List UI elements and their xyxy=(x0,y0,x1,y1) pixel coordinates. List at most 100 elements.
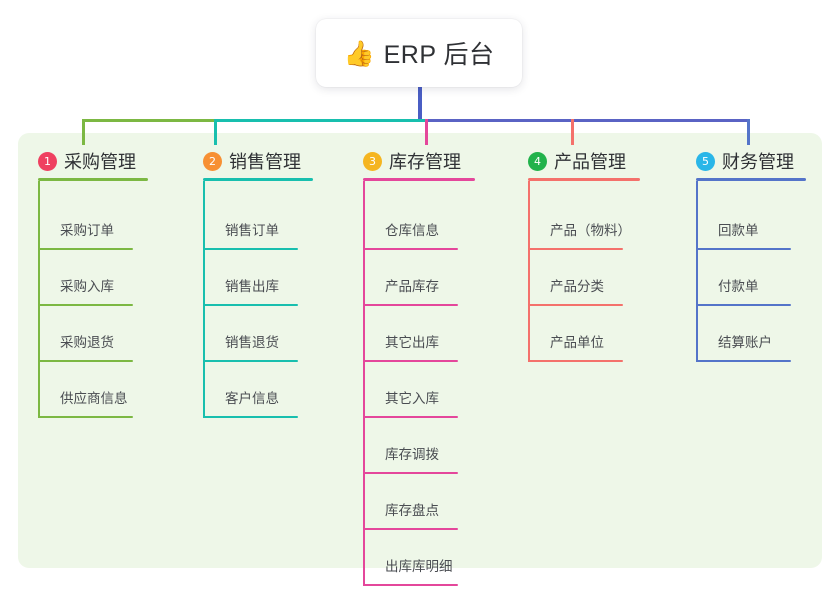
column-spine-2 xyxy=(203,181,205,418)
leaf-item-rule xyxy=(696,248,791,250)
leaf-item[interactable]: 其它出库 xyxy=(363,306,475,362)
column-badge-2: 2 xyxy=(203,151,222,171)
column-header-rule-5 xyxy=(696,178,806,181)
leaf-item-rule xyxy=(696,360,791,362)
column-4: 4 产品管理产品（物料） 产品分类产品单位 xyxy=(528,148,650,368)
leaf-item[interactable]: 采购入库 xyxy=(38,250,150,306)
column-header-rule-2 xyxy=(203,178,313,181)
leaf-item-rule xyxy=(696,304,791,306)
leaf-item-label: 采购入库 xyxy=(60,279,114,294)
leaf-item-label: 采购退货 xyxy=(60,335,114,350)
column-header-5[interactable]: 5 财务管理 xyxy=(696,148,794,174)
leaf-item[interactable]: 付款单 xyxy=(696,250,808,306)
connector-root-stem xyxy=(418,84,422,122)
leaf-item-rule xyxy=(528,360,623,362)
connector-drop-3 xyxy=(425,119,428,145)
leaf-item-rule xyxy=(363,584,458,586)
leaf-item-label: 产品分类 xyxy=(550,279,604,294)
leaf-item-rule xyxy=(363,416,458,418)
root-node-card[interactable]: 👍 ERP 后台 xyxy=(316,19,522,87)
leaf-item-label: 供应商信息 xyxy=(60,391,128,406)
leaf-item[interactable]: 采购退货 xyxy=(38,306,150,362)
column-spine-4 xyxy=(528,181,530,362)
leaf-item-rule xyxy=(38,304,133,306)
leaf-item-label: 销售退货 xyxy=(225,335,279,350)
column-badge-4: 4 xyxy=(528,151,547,171)
leaf-item[interactable]: 其它入库 xyxy=(363,362,475,418)
column-header-1[interactable]: 1 采购管理 xyxy=(38,148,136,174)
connector-drop-5 xyxy=(747,119,750,145)
column-header-rule-4 xyxy=(528,178,640,181)
leaf-item-label: 产品库存 xyxy=(385,279,439,294)
column-title-1: 采购管理 xyxy=(64,152,136,172)
leaf-item-label: 库存盘点 xyxy=(385,503,439,518)
connector-drop-4 xyxy=(571,119,574,145)
connector-bar-segment-2 xyxy=(214,119,425,122)
column-header-rule-1 xyxy=(38,178,148,181)
column-header-3[interactable]: 3 库存管理 xyxy=(363,148,461,174)
column-3: 3 库存管理仓库信息产品库存其它出库其它入库库存调拨库存盘点出库库明细 xyxy=(363,148,485,592)
column-spine-1 xyxy=(38,181,40,418)
leaf-item-rule xyxy=(363,304,458,306)
leaf-item-label: 销售订单 xyxy=(225,223,279,238)
leaf-item[interactable]: 库存盘点 xyxy=(363,474,475,530)
leaf-item-rule xyxy=(38,360,133,362)
leaf-item[interactable]: 销售订单 xyxy=(203,194,315,250)
column-title-3: 库存管理 xyxy=(389,152,461,172)
leaf-item[interactable]: 库存调拨 xyxy=(363,418,475,474)
root-node-title: ERP 后台 xyxy=(383,41,495,69)
leaf-item-label: 仓库信息 xyxy=(385,223,439,238)
leaf-item[interactable]: 产品库存 xyxy=(363,250,475,306)
leaf-item-label: 库存调拨 xyxy=(385,447,439,462)
connector-bar-segment-1 xyxy=(82,119,214,122)
leaf-item-label: 结算账户 xyxy=(718,335,772,350)
leaf-item[interactable]: 采购订单 xyxy=(38,194,150,250)
leaf-item[interactable]: 产品单位 xyxy=(528,306,640,362)
column-header-rule-3 xyxy=(363,178,475,181)
connector-drop-1 xyxy=(82,119,85,145)
leaf-item[interactable]: 供应商信息 xyxy=(38,362,150,418)
connector-bar-segment-3 xyxy=(425,119,747,122)
leaf-item[interactable]: 产品（物料） xyxy=(528,194,640,250)
leaf-item-rule xyxy=(203,248,298,250)
column-title-5: 财务管理 xyxy=(722,152,794,172)
leaf-item[interactable]: 结算账户 xyxy=(696,306,808,362)
leaf-item-rule xyxy=(363,528,458,530)
leaf-item[interactable]: 仓库信息 xyxy=(363,194,475,250)
leaf-item-rule xyxy=(363,360,458,362)
leaf-item[interactable]: 出库库明细 xyxy=(363,530,475,586)
leaf-item-label: 产品（物料） xyxy=(550,223,631,238)
leaf-item[interactable]: 产品分类 xyxy=(528,250,640,306)
connector-drop-2 xyxy=(214,119,217,145)
column-1: 1 采购管理采购订单采购入库采购退货供应商信息 xyxy=(38,148,158,424)
leaf-item-rule xyxy=(203,416,298,418)
column-badge-3: 3 xyxy=(363,151,382,171)
column-5: 5 财务管理回款单付款单结算账户 xyxy=(696,148,816,368)
leaf-item-rule xyxy=(203,360,298,362)
column-title-4: 产品管理 xyxy=(554,152,626,172)
leaf-item-rule xyxy=(38,416,133,418)
leaf-item[interactable]: 销售出库 xyxy=(203,250,315,306)
column-badge-5: 5 xyxy=(696,151,715,171)
leaf-item-label: 客户信息 xyxy=(225,391,279,406)
leaf-item-label: 其它入库 xyxy=(385,391,439,406)
column-badge-1: 1 xyxy=(38,151,57,171)
leaf-item-rule xyxy=(38,248,133,250)
leaf-item-label: 产品单位 xyxy=(550,335,604,350)
column-header-4[interactable]: 4 产品管理 xyxy=(528,148,626,174)
leaf-item-rule xyxy=(528,248,623,250)
leaf-item-label: 销售出库 xyxy=(225,279,279,294)
leaf-item-label: 出库库明细 xyxy=(385,559,453,574)
thumbs-up-icon: 👍 xyxy=(343,39,375,68)
leaf-item-rule xyxy=(528,304,623,306)
column-spine-5 xyxy=(696,181,698,362)
leaf-item[interactable]: 销售退货 xyxy=(203,306,315,362)
leaf-item[interactable]: 客户信息 xyxy=(203,362,315,418)
leaf-item[interactable]: 回款单 xyxy=(696,194,808,250)
leaf-item-rule xyxy=(203,304,298,306)
diagram-background-panel xyxy=(18,133,822,568)
leaf-item-label: 采购订单 xyxy=(60,223,114,238)
